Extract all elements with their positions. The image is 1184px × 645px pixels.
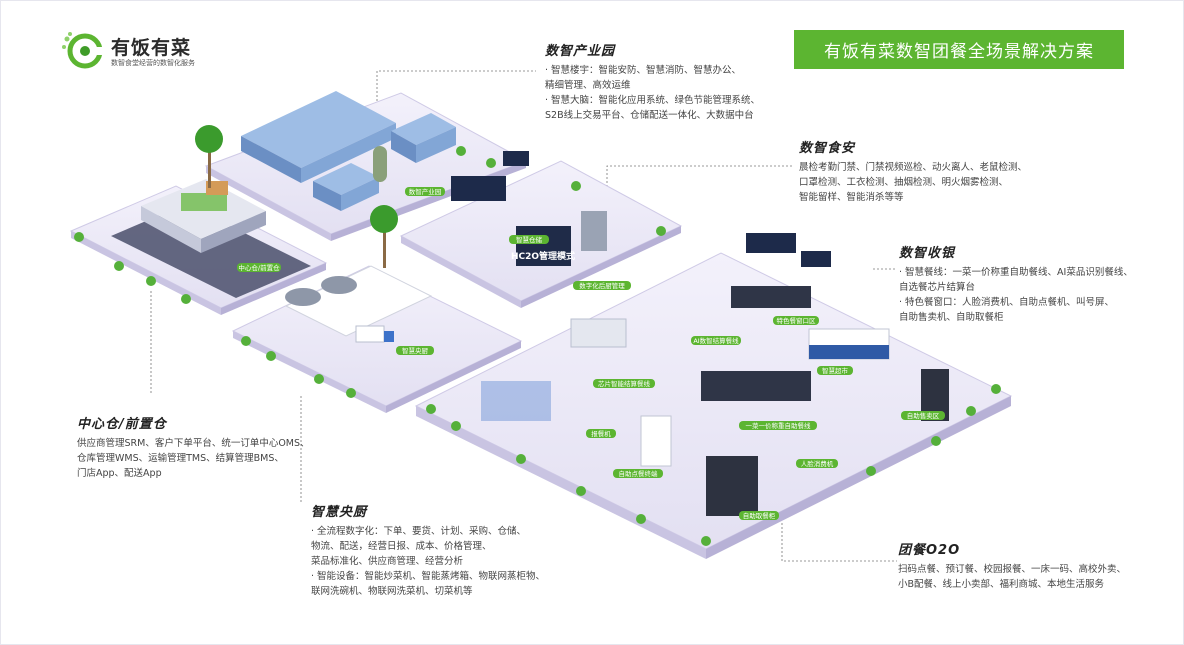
callout-industrial-park: 数智产业园 · 智慧楼宇：智能安防、智慧消防、智慧办公、 精细管理、高效运维 ·…: [545, 44, 760, 123]
callout-line: 自助售卖机、自助取餐柜: [899, 312, 1004, 323]
callout-central-kitchen: 智慧央厨 · 全流程数字化：下单、要货、计划、采购、仓储、 物流、配送，经营日报…: [311, 505, 545, 599]
callout-title: 智慧央厨: [311, 505, 368, 520]
callout-title: 数智收银: [899, 246, 956, 261]
callout-line: · 智慧大脑：智能化应用系统、绿色节能管理系统、: [545, 95, 761, 106]
callout-line: 智能留样、智能消杀等等: [799, 192, 904, 203]
label-self-order: 自助点餐终端: [619, 469, 659, 478]
label-ai-line: AI数智结算餐线: [693, 336, 739, 345]
callout-line: · 智慧餐线：一菜一价称重自助餐线、AI菜品识别餐线、: [899, 267, 1133, 278]
callout-line: · 全流程数字化：下单、要货、计划、采购、仓储、: [311, 526, 527, 537]
logo-name: 有饭有菜: [111, 37, 192, 59]
label-chip-line: 芯片智能结算餐线: [598, 379, 651, 388]
logo-tagline: 数智食堂经营的数智化服务: [111, 59, 195, 67]
callout-line: · 智能设备：智能炒菜机、智能蒸烤箱、物联网蒸柜物、: [311, 571, 546, 582]
callout-cashier: 数智收银 · 智慧餐线：一菜一价称重自助餐线、AI菜品识别餐线、 自选餐芯片结算…: [899, 246, 1133, 325]
label-kitchen-mgmt: 数字化后厨管理: [579, 281, 625, 290]
callout-line: 菜品标准化、供应商管理、经营分析: [311, 556, 464, 567]
callout-title: 数智食安: [799, 141, 856, 156]
label-pickup: 自助取餐柜: [743, 511, 776, 520]
platform-kitchen-management: HC2O管理模式 智慧仓储 数字化后厨管理: [399, 151, 683, 308]
callout-food-safety: 数智食安 晨检考勤门禁、门禁视频巡检、动火离人、老鼠检测、 口罩检测、工衣检测、…: [799, 141, 1027, 205]
callout-line: 晨检考勤门禁、门禁视频巡检、动火离人、老鼠检测、: [799, 162, 1028, 173]
label-hub: 中心仓/前置仓: [238, 263, 280, 272]
callout-line: 精细管理、高效运维: [545, 80, 631, 91]
callout-line: 自选餐芯片结算台: [899, 282, 976, 293]
label-park: 数智产业园: [409, 187, 442, 196]
callout-title: 中心仓/前置仓: [77, 417, 167, 432]
callout-line: 门店App、配送App: [77, 468, 162, 479]
label-kitchen: 智慧央厨: [402, 346, 429, 355]
callout-title: 数智产业园: [545, 44, 616, 59]
callout-title: 团餐O2O: [898, 543, 961, 558]
label-supermarket: 智慧超市: [822, 366, 849, 375]
label-hc2o: HC2O管理模式: [511, 250, 575, 262]
brand-logo[interactable]: 有饭有菜 数智食堂经营的数智化服务: [61, 31, 241, 73]
callout-line: 联网洗碗机、物联网洗菜机、切菜机等: [311, 586, 473, 597]
decor-palm-trees: [195, 125, 398, 268]
callout-line: S2B线上交易平台、仓储配送一体化、大数据中台: [545, 110, 754, 121]
logo-mark-icon: [62, 32, 103, 69]
label-weigh-line: 一菜一价称重自助餐线: [746, 421, 812, 430]
callout-warehouse: 中心仓/前置仓 供应商管理SRM、客户下单平台、统一订单中心OMS、 仓库管理W…: [77, 417, 310, 481]
decor-plants: [74, 146, 1001, 546]
page-title-banner: 有饭有菜数智团餐全场景解决方案: [794, 30, 1124, 69]
label-face-pay: 人脸消费机: [801, 459, 834, 468]
callout-line: · 智慧楼宇：智能安防、智慧消防、智慧办公、: [545, 65, 742, 76]
callout-line: 仓库管理WMS、运输管理TMS、结算管理BMS、: [77, 453, 284, 464]
callout-line: · 特色餐窗口：人脸消费机、自助点餐机、叫号屏、: [899, 297, 1115, 308]
platform-warehouse-hub: 中心仓/前置仓: [69, 179, 328, 315]
label-checkin: 报餐机: [591, 429, 611, 438]
label-special-window: 特色餐窗口区: [777, 316, 817, 325]
callout-line: 口罩检测、工衣检测、抽烟检测、明火烟雾检测、: [799, 177, 1009, 188]
callout-line: 扫码点餐、预订餐、校园报餐、一床一码、高校外卖、: [898, 564, 1127, 575]
label-vending: 自助售卖区: [907, 411, 940, 420]
label-smart-store: 智慧仓储: [516, 235, 543, 244]
callout-line: 供应商管理SRM、客户下单平台、统一订单中心OMS、: [77, 438, 310, 449]
callout-line: 物流、配送，经营日报、成本、价格管理、: [311, 541, 492, 552]
callout-line: 小B配餐、线上小卖部、福利商城、本地生活服务: [898, 579, 1105, 590]
platform-canteen: AI数智结算餐线 特色餐窗口区 芯片智能结算餐线 一菜一价称重自助餐线 智慧超市…: [414, 233, 1013, 559]
callout-o2o: 团餐O2O 扫码点餐、预订餐、校园报餐、一床一码、高校外卖、 小B配餐、线上小卖…: [898, 543, 1126, 592]
